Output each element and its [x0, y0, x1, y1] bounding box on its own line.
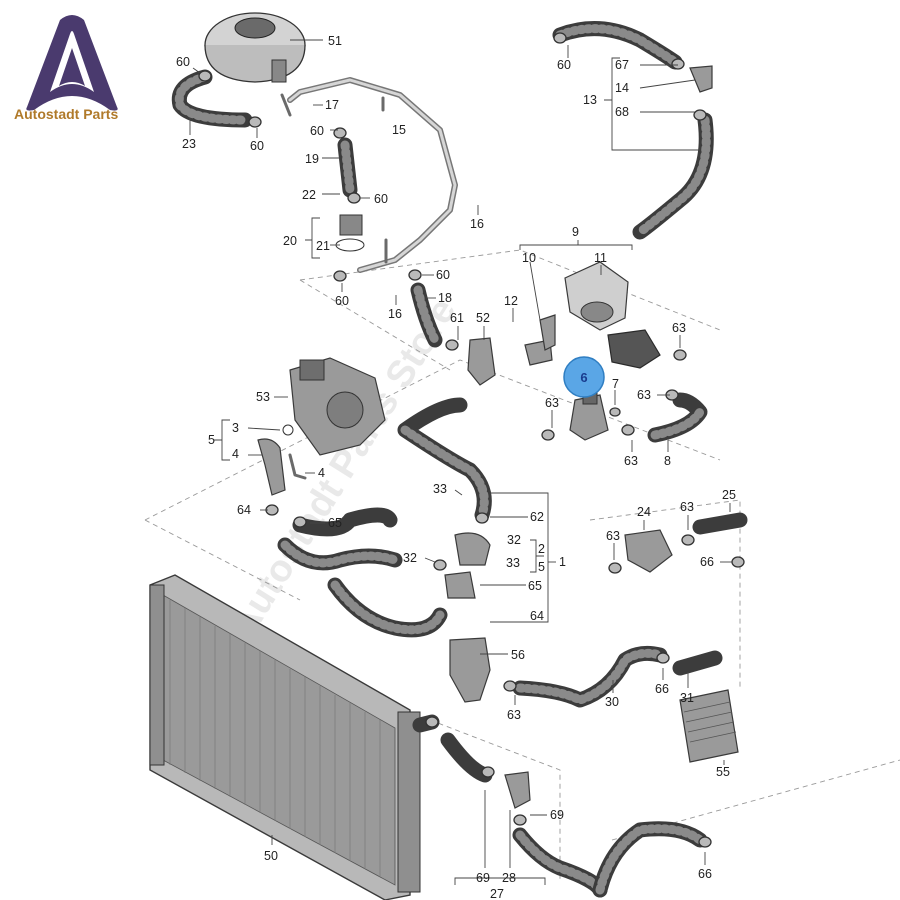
brand-name: Autostadt Parts	[14, 106, 119, 122]
label-50: 50	[264, 849, 278, 863]
label-53: 53	[256, 390, 270, 404]
label-4: 4	[318, 466, 325, 480]
label-63: 63	[624, 454, 638, 468]
label-2: 2	[538, 542, 545, 556]
label-11: 11	[594, 251, 607, 265]
label-67: 67	[615, 58, 629, 72]
brand-logo	[12, 12, 142, 127]
label-32: 32	[403, 551, 417, 565]
metal-pipe	[280, 77, 458, 273]
label-7: 7	[612, 377, 619, 391]
label-63: 63	[637, 388, 651, 402]
label-60: 60	[250, 139, 264, 153]
label-33: 33	[506, 556, 520, 570]
label-66: 66	[655, 682, 669, 696]
label-55: 55	[716, 765, 730, 779]
label-60: 60	[436, 268, 450, 282]
label-22: 22	[302, 188, 316, 202]
label-63: 63	[606, 529, 620, 543]
expansion-tank	[204, 12, 306, 83]
highlight-part-6[interactable]: 6	[563, 356, 605, 398]
label-60: 60	[557, 58, 571, 72]
radiator	[149, 574, 440, 900]
label-64: 64	[237, 503, 251, 517]
label-61: 61	[450, 311, 464, 325]
label-60: 60	[335, 294, 349, 308]
label-63: 63	[672, 321, 686, 335]
label-68: 68	[615, 105, 629, 119]
label-5: 5	[208, 433, 215, 447]
label-21: 21	[316, 239, 330, 253]
label-69: 69	[476, 871, 490, 885]
label-4: 4	[232, 447, 239, 461]
label-9: 9	[572, 225, 579, 239]
label-16: 16	[388, 307, 402, 321]
part-6-label: 6	[580, 370, 587, 385]
label-63: 63	[680, 500, 694, 514]
label-3: 3	[232, 421, 239, 435]
label-12: 12	[504, 294, 518, 308]
label-31: 31	[680, 691, 694, 705]
label-33: 33	[433, 482, 447, 496]
label-30: 30	[605, 695, 619, 709]
label-62: 62	[530, 510, 544, 524]
label-60: 60	[176, 55, 190, 69]
engine-components	[257, 65, 739, 809]
label-24: 24	[637, 505, 651, 519]
label-51: 51	[328, 34, 342, 48]
leader-lines	[189, 39, 732, 885]
label-13: 13	[583, 93, 597, 107]
label-15: 15	[392, 123, 406, 137]
label-64: 64	[530, 609, 544, 623]
label-20: 20	[283, 234, 297, 248]
label-28: 28	[502, 871, 516, 885]
label-17: 17	[325, 98, 339, 112]
label-1: 1	[559, 555, 566, 569]
label-60: 60	[310, 124, 324, 138]
label-18: 18	[438, 291, 452, 305]
label-32: 32	[507, 533, 521, 547]
label-56: 56	[511, 648, 525, 662]
label-66: 66	[700, 555, 714, 569]
label-8: 8	[664, 454, 671, 468]
label-5: 5	[538, 560, 545, 574]
label-52: 52	[476, 311, 490, 325]
label-63: 63	[545, 396, 559, 410]
label-65: 65	[328, 516, 342, 530]
label-10: 10	[522, 251, 536, 265]
part-labels: 51 60 60 23 17 15 60 19 22 60 16 20 21 6…	[176, 34, 736, 900]
letter-a-logo-icon	[26, 15, 118, 111]
label-14: 14	[615, 81, 629, 95]
label-69: 69	[550, 808, 564, 822]
hoses	[171, 21, 748, 898]
label-27: 27	[490, 887, 504, 900]
clamps	[198, 32, 745, 848]
label-60: 60	[374, 192, 388, 206]
label-63: 63	[507, 708, 521, 722]
label-19: 19	[305, 152, 319, 166]
label-66: 66	[698, 867, 712, 881]
label-65: 65	[528, 579, 542, 593]
label-23: 23	[182, 137, 196, 151]
label-25: 25	[722, 488, 736, 502]
label-16: 16	[470, 217, 484, 231]
